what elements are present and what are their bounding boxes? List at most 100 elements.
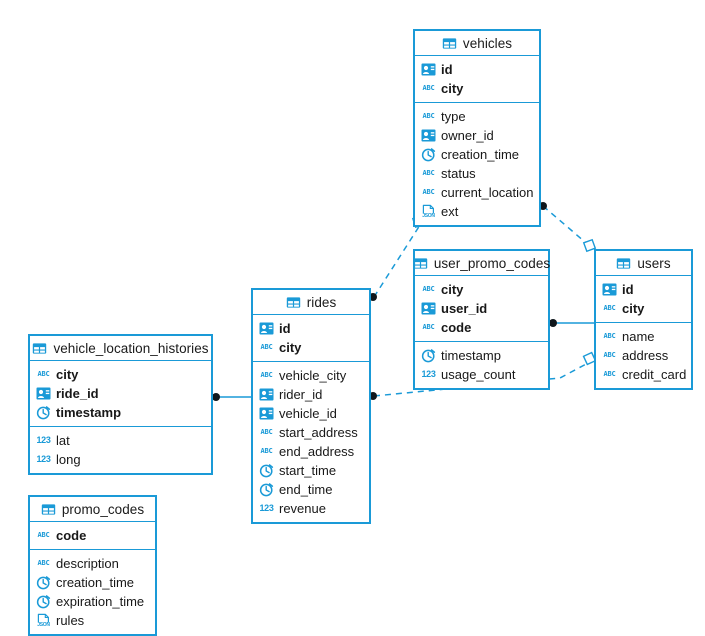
column-name: city [441, 282, 464, 297]
table-header[interactable]: rides [253, 290, 369, 315]
column-name: id [279, 321, 291, 336]
table-header[interactable]: vehicle_location_histories [30, 336, 211, 361]
abc-icon: ABC [603, 370, 616, 378]
123-icon: 123 [421, 369, 436, 379]
abc-icon: ABC [260, 447, 273, 455]
abc-icon: ABC [422, 84, 435, 92]
column-name: creation_time [56, 575, 135, 590]
column-row[interactable]: ABC start_address [253, 423, 369, 442]
column-row[interactable]: ride_id [30, 384, 211, 403]
column-row[interactable]: ABC city [415, 280, 548, 299]
edge-upc-to-users[interactable] [549, 319, 594, 327]
column-row[interactable]: expiration_time [30, 592, 155, 611]
column-row[interactable]: timestamp [415, 346, 548, 365]
clock-icon [36, 405, 51, 420]
column-name: timestamp [56, 405, 122, 420]
table-icon [286, 295, 301, 310]
column-row[interactable]: id [596, 280, 691, 299]
column-row[interactable]: user_id [415, 299, 548, 318]
abc-icon: ABC [37, 370, 50, 378]
column-name: ext [441, 204, 459, 219]
abc-icon: ABC [37, 559, 50, 567]
table-header[interactable]: vehicles [415, 31, 539, 56]
column-name: ride_id [56, 386, 99, 401]
abc-icon: ABC [422, 285, 435, 293]
id-card-icon [259, 321, 274, 336]
abc-icon: ABC [37, 531, 50, 539]
abc-icon: ABC [260, 343, 273, 351]
column-row[interactable]: creation_time [30, 573, 155, 592]
abc-icon: ABC [422, 323, 435, 331]
table-title: vehicle_location_histories [53, 340, 209, 356]
table-icon [41, 502, 56, 517]
table-title: rides [306, 294, 337, 310]
table-header[interactable]: promo_codes [30, 497, 155, 522]
table-icon [442, 36, 457, 51]
column-name: usage_count [441, 367, 516, 382]
edge-vehicles-to-users[interactable] [539, 202, 597, 253]
column-row[interactable]: creation_time [415, 145, 539, 164]
column-name: city [56, 367, 79, 382]
column-row[interactable]: start_time [253, 461, 369, 480]
column-row[interactable]: ABC city [30, 365, 211, 384]
column-name: start_address [279, 425, 358, 440]
abc-icon: ABC [603, 332, 616, 340]
column-name: vehicle_city [279, 368, 347, 383]
table-header[interactable]: user_promo_codes [413, 251, 550, 276]
abc-icon: ABC [422, 169, 435, 177]
abc-icon: ABC [603, 351, 616, 359]
column-row[interactable]: id [253, 319, 369, 338]
column-name: id [441, 62, 453, 77]
clock-icon [36, 594, 51, 609]
abc-icon: ABC [422, 112, 435, 120]
clock-icon [259, 482, 274, 497]
abc-icon: ABC [260, 428, 273, 436]
column-row[interactable]: owner_id [415, 126, 539, 145]
column-name: expiration_time [56, 594, 145, 609]
column-row[interactable]: end_time [253, 480, 369, 499]
column-row[interactable]: id [415, 60, 539, 79]
table-header[interactable]: users [596, 251, 691, 276]
123-icon: 123 [36, 435, 51, 445]
edge-vlh-to-rides[interactable] [212, 393, 251, 401]
123-icon: 123 [259, 503, 274, 513]
column-name: start_time [279, 463, 337, 478]
column-row[interactable]: vehicle_id [253, 404, 369, 423]
column-row[interactable]: timestamp [30, 403, 211, 422]
column-row[interactable]: rider_id [253, 385, 369, 404]
clock-icon [259, 463, 274, 478]
column-row[interactable]: 123 usage_count [415, 365, 548, 384]
table-icon [32, 341, 47, 356]
column-name: long [56, 452, 81, 467]
id-card-icon [421, 301, 436, 316]
column-name: vehicle_id [279, 406, 337, 421]
